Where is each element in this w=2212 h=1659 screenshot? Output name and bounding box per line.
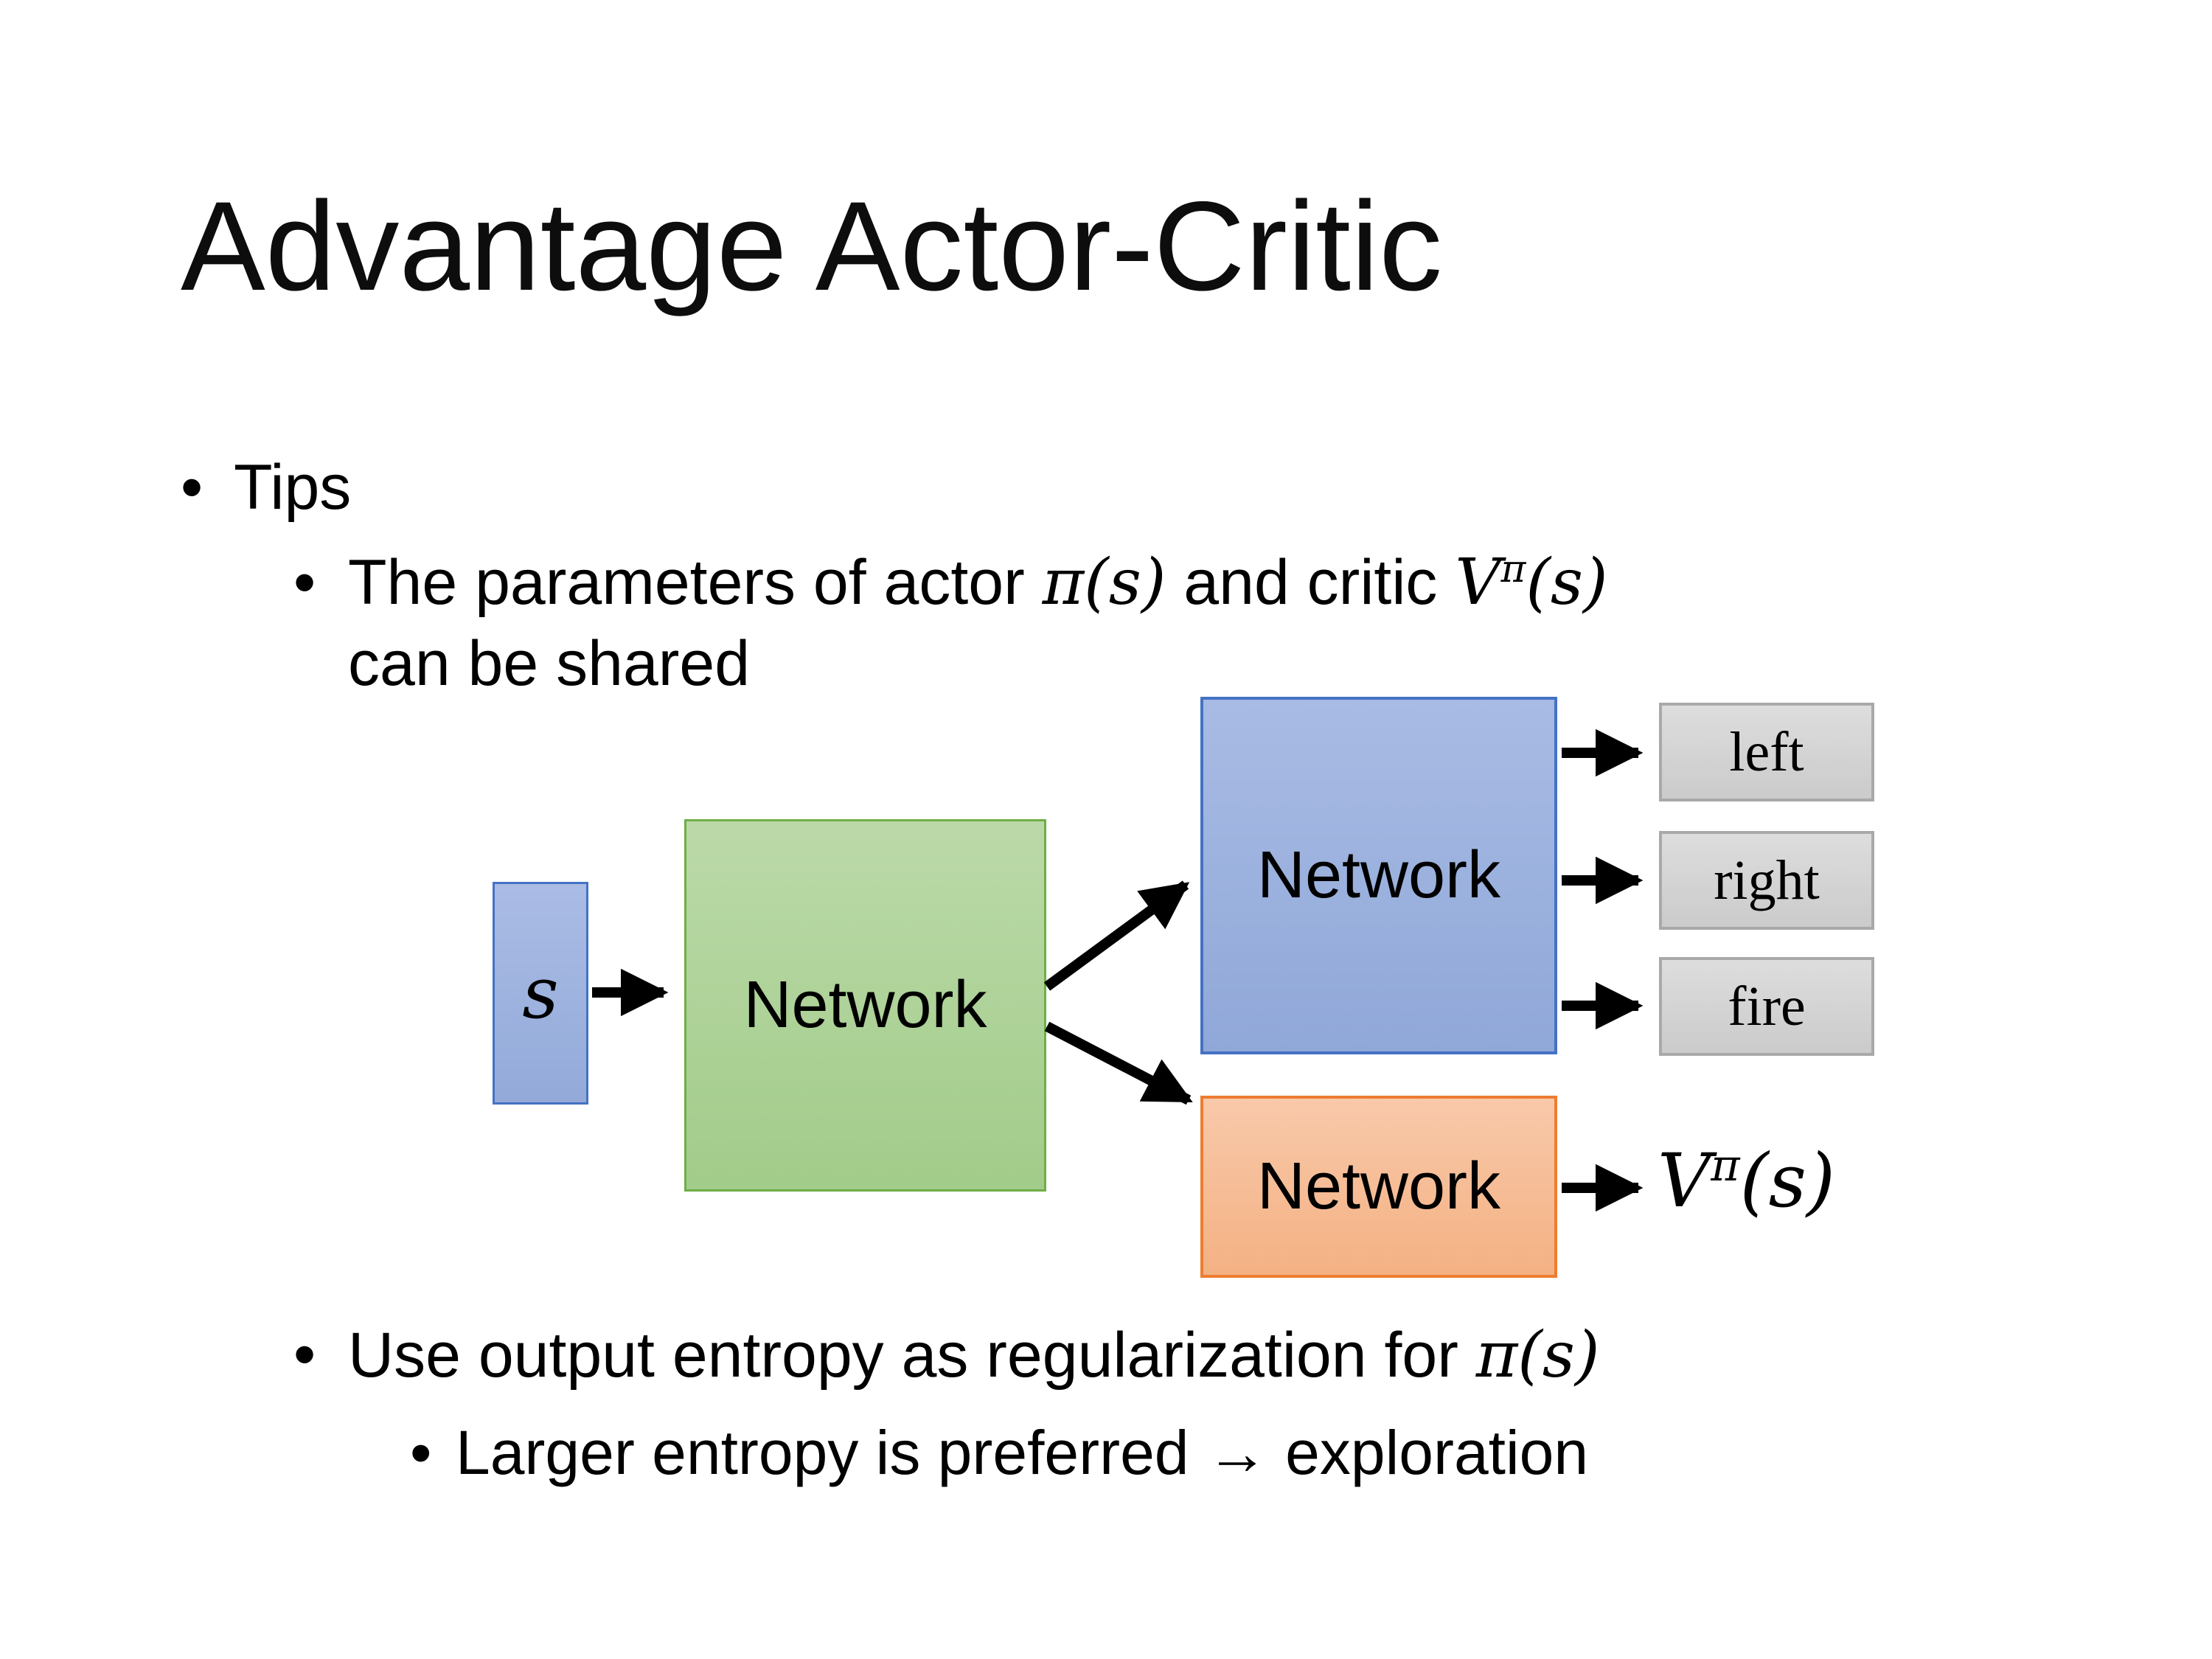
v-pi-s-math: Vπ(s): [1455, 546, 1607, 619]
v-symbol: V: [1455, 546, 1501, 619]
value-function-label: Vπ(s): [1658, 1138, 1835, 1224]
state-label: s: [522, 952, 559, 1034]
output-right-label: right: [1714, 849, 1820, 911]
output-left-label: left: [1729, 720, 1804, 783]
bullet-tips: • Tips: [181, 451, 351, 524]
params-pre-text: The parameters of actor: [348, 547, 1043, 618]
pi-s-math: π(s): [1475, 1318, 1600, 1392]
bullet-tips-label: Tips: [234, 452, 352, 523]
actor-network-label: Network: [1256, 838, 1501, 912]
output-box-left: left: [1659, 703, 1874, 801]
bullet-marker: •: [410, 1418, 432, 1487]
state-box: s: [493, 882, 588, 1105]
bullet-params-line1: The parameters of actor π(s) and critic …: [348, 542, 1608, 623]
bullet-params-shared: • The parameters of actor π(s) and criti…: [293, 542, 1608, 704]
arrow-shared-to-critic: [1044, 1021, 1193, 1105]
bullet-entropy-reg: • Use output entropy as regularization f…: [293, 1318, 1600, 1392]
s-argument: (s): [1526, 546, 1608, 619]
arrow-shared-to-actor: [1043, 880, 1190, 991]
output-box-right: right: [1659, 831, 1874, 930]
pi-superscript: π: [1500, 547, 1526, 592]
pi-s-math: π(s): [1042, 546, 1166, 619]
slide-title: Advantage Actor-Critic: [181, 175, 1443, 317]
bullet-marker: •: [181, 452, 204, 523]
critic-network-label: Network: [1256, 1150, 1501, 1223]
bullet-entropy-text: Use output entropy as regularization for…: [348, 1318, 1600, 1392]
bullet-params-line2: can be shared: [348, 628, 751, 699]
actor-network-box: Network: [1200, 697, 1557, 1054]
pi-superscript: π: [1711, 1140, 1740, 1192]
s-argument: (s): [1739, 1138, 1836, 1224]
shared-network-label: Network: [743, 968, 987, 1042]
critic-network-box: Network: [1200, 1096, 1557, 1278]
bullet-params-text: The parameters of actor π(s) and critic …: [348, 542, 1608, 704]
bullet-marker: •: [293, 1319, 316, 1390]
bullet-larger-entropy-label: Larger entropy is preferred → exploratio…: [456, 1418, 1589, 1487]
output-box-fire: fire: [1659, 957, 1874, 1056]
bullet-larger-entropy: • Larger entropy is preferred → explorat…: [410, 1417, 1588, 1489]
params-mid-text: and critic: [1166, 547, 1455, 618]
entropy-pre-text: Use output entropy as regularization for: [348, 1320, 1476, 1391]
bullet-marker: •: [293, 547, 316, 618]
v-symbol: V: [1658, 1138, 1711, 1224]
output-fire-label: fire: [1728, 975, 1806, 1037]
shared-network-box: Network: [684, 819, 1046, 1192]
